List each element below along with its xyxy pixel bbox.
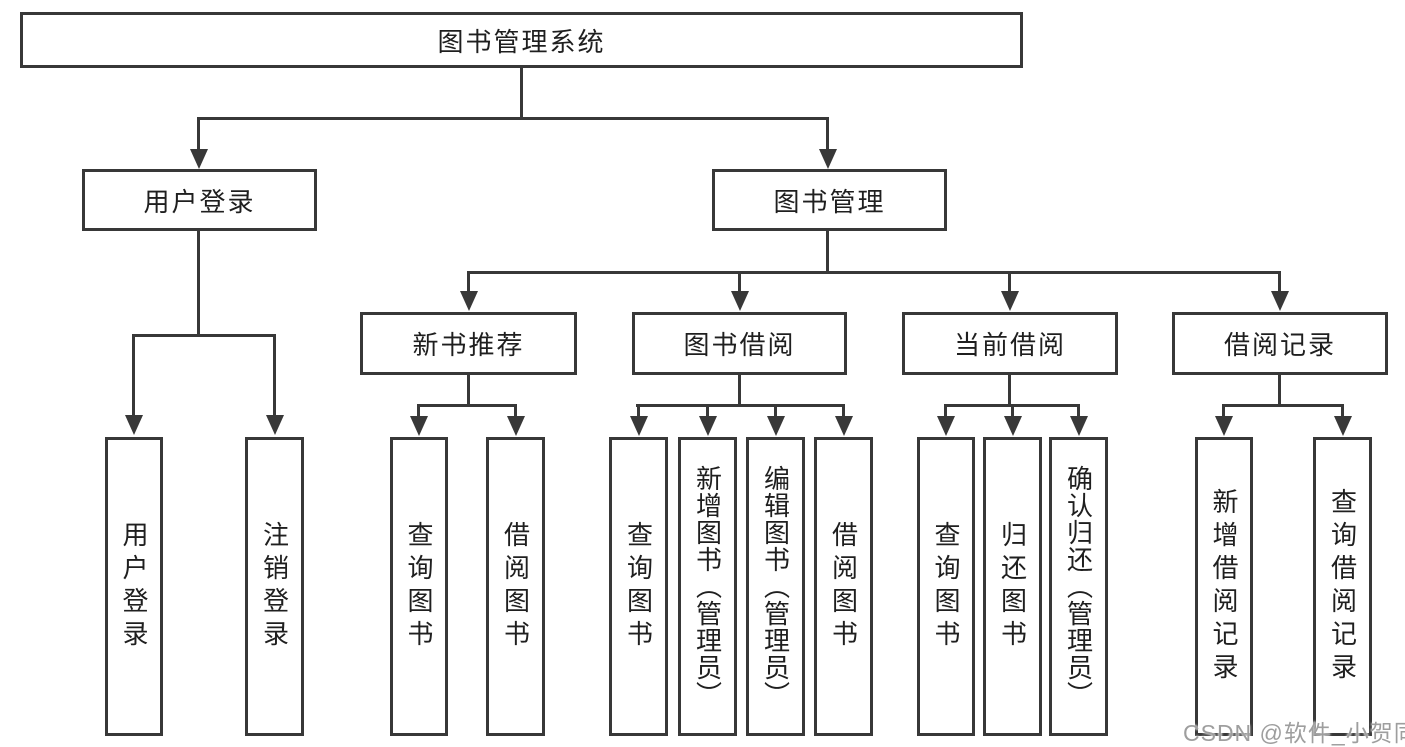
down-arrow-icon (467, 273, 470, 291)
leaf-add-books-admin: 新增图书（管理员） (678, 437, 737, 736)
connector-line (197, 229, 200, 336)
leaf-edit-books-admin: 编辑图书（管理员） (746, 437, 805, 736)
connector-line (738, 373, 741, 407)
node-label: 注销登录 (259, 520, 290, 653)
down-arrow-icon (132, 336, 135, 415)
leaf-query-books: 查询图书 (390, 437, 448, 736)
down-arrow-icon (826, 119, 829, 149)
node-label: 新增图书（管理员） (692, 465, 723, 708)
node-label: 确认归还（管理员） (1063, 465, 1094, 708)
leaf-query-borrow-record: 查询借阅记录 (1313, 437, 1372, 736)
node-label: 查询图书 (623, 520, 654, 653)
node-label: 新书推荐 (412, 330, 525, 360)
node-borrowing-records: 借阅记录 (1172, 312, 1388, 375)
down-arrow-icon (197, 119, 200, 149)
connector-line (636, 404, 845, 407)
down-arrow-icon (944, 406, 947, 416)
leaf-add-borrow-record: 新增借阅记录 (1195, 437, 1253, 736)
node-label: 查询图书 (404, 520, 434, 653)
node-label: 图书借阅 (683, 330, 796, 360)
node-library-management-system: 图书管理系统 (20, 12, 1023, 68)
node-current-borrowing: 当前借阅 (902, 312, 1118, 375)
csdn-watermark: CSDN @软件_小贺同学 (1183, 720, 1405, 746)
down-arrow-icon (637, 406, 640, 416)
leaf-return-books: 归还图书 (983, 437, 1042, 736)
node-label: 查询借阅记录 (1327, 487, 1358, 686)
connector-line (132, 334, 276, 337)
node-label: 当前借阅 (953, 330, 1066, 360)
down-arrow-icon (417, 406, 420, 416)
down-arrow-icon (706, 406, 709, 416)
node-label: 用户登录 (119, 520, 149, 653)
node-book-management: 图书管理 (712, 169, 947, 231)
leaf-user-login: 用户登录 (105, 437, 163, 736)
node-new-book-recommendation: 新书推荐 (360, 312, 577, 375)
node-book-borrowing: 图书借阅 (632, 312, 847, 375)
node-label: 编辑图书（管理员） (760, 465, 791, 708)
connector-line (1008, 373, 1011, 407)
down-arrow-icon (1008, 273, 1011, 291)
down-arrow-icon (1278, 273, 1281, 291)
down-arrow-icon (738, 273, 741, 291)
node-label: 用户登录 (143, 186, 256, 217)
down-arrow-icon (273, 336, 276, 415)
node-label: 归还图书 (997, 520, 1028, 653)
node-label: 借阅记录 (1223, 330, 1336, 360)
connector-line (197, 117, 829, 120)
down-arrow-icon (514, 406, 517, 416)
node-label: 借阅图书 (828, 520, 859, 653)
node-label: 图书管理系统 (437, 26, 606, 57)
leaf-logout: 注销登录 (245, 437, 304, 736)
down-arrow-icon (1077, 406, 1080, 416)
leaf-confirm-return-admin: 确认归还（管理员） (1049, 437, 1108, 736)
leaf-borrow-books: 借阅图书 (486, 437, 545, 736)
leaf-query-books: 查询图书 (609, 437, 668, 736)
connector-line (467, 373, 470, 407)
down-arrow-icon (1341, 406, 1344, 416)
down-arrow-icon (842, 406, 845, 416)
down-arrow-icon (1011, 406, 1014, 416)
leaf-borrow-books: 借阅图书 (814, 437, 873, 736)
connector-line (467, 271, 1281, 274)
connector-line (417, 404, 517, 407)
connector-line (1222, 404, 1344, 407)
node-label: 借阅图书 (500, 520, 531, 653)
leaf-query-books: 查询图书 (917, 437, 975, 736)
down-arrow-icon (774, 406, 777, 416)
node-label: 新增借阅记录 (1209, 487, 1239, 686)
node-user-login: 用户登录 (82, 169, 317, 231)
connector-line (826, 229, 829, 273)
down-arrow-icon (1222, 406, 1225, 416)
connector-line (520, 66, 523, 120)
node-label: 图书管理 (773, 186, 886, 217)
connector-line (1278, 373, 1281, 407)
node-label: 查询图书 (931, 520, 961, 653)
